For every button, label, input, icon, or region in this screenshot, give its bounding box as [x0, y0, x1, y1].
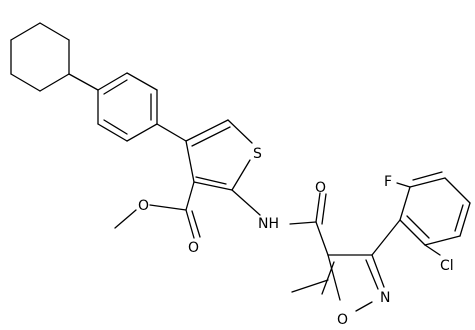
bond-fluorine — [396, 182, 411, 188]
atom-oxygen-ring: O — [337, 312, 348, 328]
cyclohexyl-ring — [10, 22, 70, 92]
phenyl-ring — [97, 72, 158, 142]
amide-linkage — [231, 189, 329, 256]
bond-chlorine — [424, 244, 441, 256]
atom-oxygen-ester: O — [138, 198, 149, 214]
atom-chlorine: Cl — [440, 258, 454, 274]
atom-fluorine: F — [384, 174, 392, 190]
thiophene-ring — [185, 119, 253, 191]
atom-oxygen-amide: O — [315, 180, 326, 196]
bond-isoxazole-methyl — [291, 279, 329, 293]
bond-cyclohexyl-phenyl — [68, 73, 99, 91]
bond-phenyl-thiophene — [156, 123, 187, 142]
bond-isoxazole-aryl — [371, 219, 401, 256]
atom-oxygen-ester-carbonyl: O — [188, 240, 199, 256]
atom-nitrogen-ring: N — [380, 290, 390, 306]
chlorofluorophenyl-ring — [399, 171, 471, 246]
methyl-ester-group — [114, 181, 201, 239]
atom-sulfur: S — [253, 146, 262, 162]
atom-nh: NH — [258, 216, 279, 232]
isoxazole-ring — [321, 254, 385, 312]
